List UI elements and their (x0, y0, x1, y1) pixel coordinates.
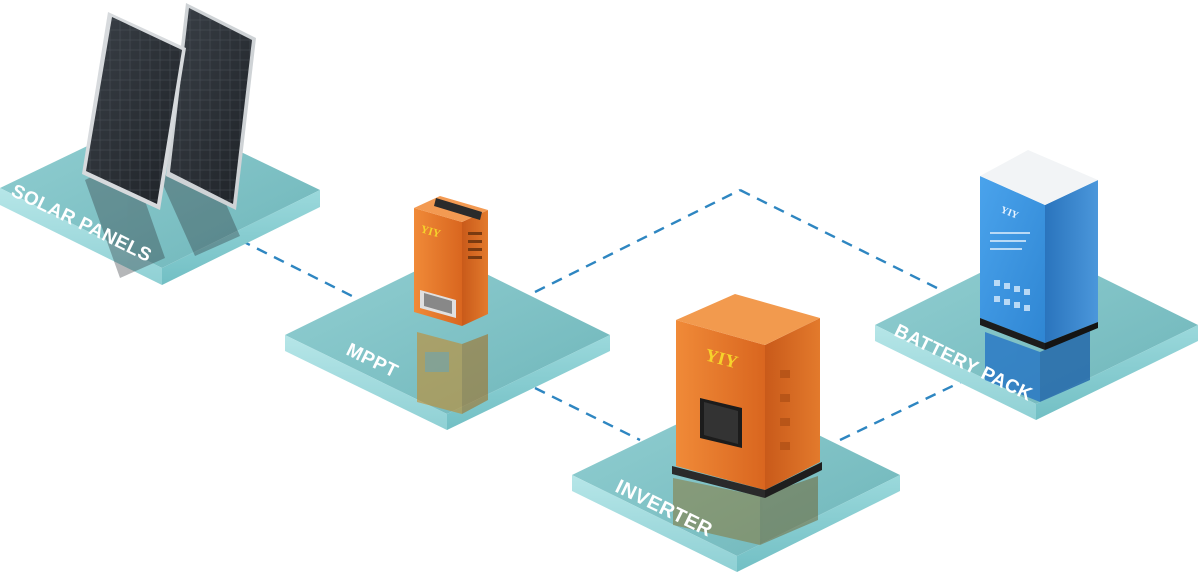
connector-mppt-battery-b (739, 188, 946, 294)
connector-mppt-inverter (534, 386, 641, 442)
inverter-device-icon (672, 294, 822, 498)
inverter-node: YIY INVERTER (572, 294, 900, 572)
mppt-platform (285, 255, 610, 430)
mppt-reflection (417, 332, 488, 414)
battery-pack-node: YIY BATTERY PACK (875, 150, 1198, 420)
connector-mppt-battery-a (534, 188, 741, 294)
connector-solar-mppt (239, 238, 361, 302)
mppt-device-icon (414, 196, 488, 326)
battery-pack-icon (980, 150, 1098, 350)
connector-inverter-battery (839, 378, 966, 442)
mppt-brand-logo: YIY (419, 223, 442, 240)
solar-panel-icon (166, 3, 256, 210)
mppt-node: YIY MPPT (285, 196, 610, 430)
solar-panels-node: SOLAR PANELS (0, 3, 320, 285)
connectors (239, 188, 966, 442)
battery-reflection (985, 330, 1090, 402)
solar-panel-icon (82, 12, 186, 210)
